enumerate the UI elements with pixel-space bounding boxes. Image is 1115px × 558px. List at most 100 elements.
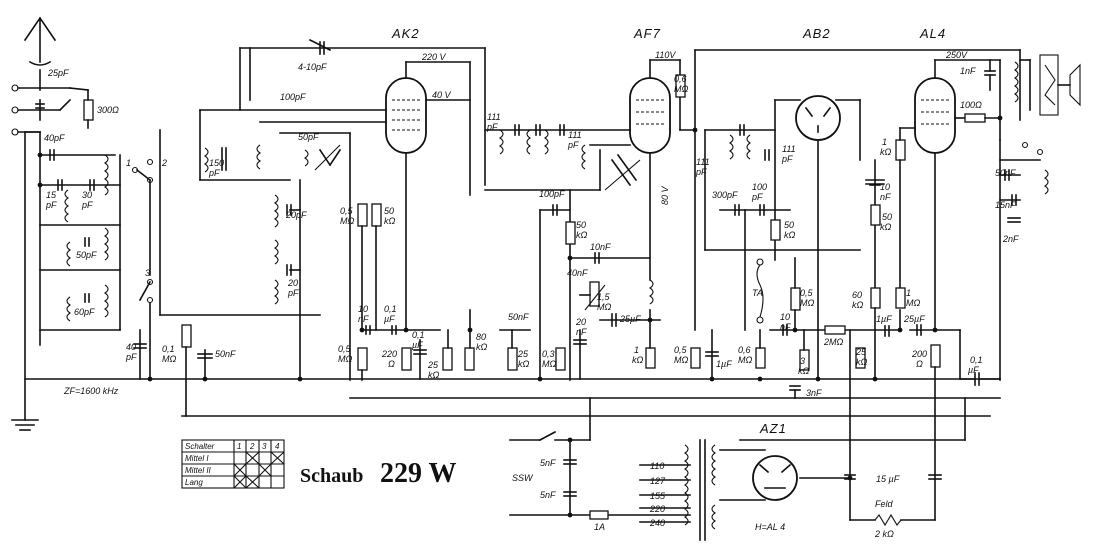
c-10nf-b: 10nF	[590, 242, 611, 252]
label-ak2: AK2	[391, 26, 420, 41]
c-111-a-unit: pF	[486, 122, 498, 132]
table-col-1: 1	[237, 442, 241, 451]
switch-2: 2	[161, 158, 167, 168]
r-05-c-unit: MΩ	[674, 355, 688, 365]
c-15nf: 15nF	[995, 200, 1016, 210]
c-60pf: 60pF	[74, 307, 95, 317]
switch-table: Schalter 1 2 3 4 Mittel I Mittel II Lang	[181, 439, 285, 489]
r-1m: 1	[906, 288, 911, 298]
r-3k-unit: kΩ	[798, 366, 810, 376]
r-15m: 1,5	[597, 292, 611, 302]
mains-cap-b: 5nF	[540, 490, 556, 500]
c-40pf-bot-unit: pF	[125, 352, 137, 362]
antenna-section	[11, 16, 94, 431]
r-05-b-unit: MΩ	[338, 354, 352, 364]
c-40pf-top: 40pF	[44, 133, 65, 143]
c-1nf: 1nF	[960, 66, 976, 76]
mains-fuse: 1A	[594, 522, 605, 532]
r-25k-a-unit: kΩ	[428, 370, 440, 380]
c-111-a: 111	[487, 112, 501, 122]
c-10nf-a-unit: nF	[358, 314, 369, 324]
c-20nf: 20	[575, 317, 586, 327]
r-50k-b-unit: kΩ	[576, 230, 588, 240]
c-50nf-a: 50nF	[215, 349, 236, 359]
component-labels: 220 V 40 V 110V 250V 80 V ZF=1600 kHz 25…	[44, 50, 1019, 398]
c-01uf-a: 0,1	[384, 304, 397, 314]
c-1uf: 1µF	[716, 359, 732, 369]
c-20pf-b-unit: pF	[287, 288, 299, 298]
r-06-a: 0,6	[674, 74, 687, 84]
tube-ak2	[385, 77, 427, 154]
c-100pf-c: 100	[752, 182, 767, 192]
c-25uf-a: 25µF	[619, 314, 641, 324]
c-40nf: 40nF	[567, 268, 588, 278]
voltage-40v: 40 V	[432, 90, 452, 100]
label-af7: AF7	[633, 26, 661, 41]
c-20pf-a: 20pF	[285, 210, 307, 220]
title-model: 229 W	[380, 458, 457, 489]
r-2m: 2MΩ	[823, 337, 844, 347]
c-111-d: 111	[782, 144, 796, 154]
c-10nf-c-unit: nF	[780, 322, 791, 332]
c-150pf: 150	[209, 158, 224, 168]
ak2-stage	[181, 38, 531, 417]
c-25uf-b: 25µF	[903, 314, 925, 324]
r-05-c: 0,5	[674, 345, 688, 355]
r-05-a-unit: MΩ	[340, 216, 354, 226]
label-ab2: AB2	[802, 26, 831, 41]
mains-ssw: SSW	[512, 473, 534, 483]
r-80k: 80	[476, 332, 486, 342]
r-05-a: 0,5	[340, 206, 354, 216]
tap-240: 240	[649, 518, 665, 528]
voltage-110v: 110V	[655, 50, 676, 60]
c-111-d-unit: pF	[781, 154, 793, 164]
r-50k-d-unit: kΩ	[880, 222, 892, 232]
r-300: 300Ω	[97, 105, 119, 115]
feld-label: Feld	[875, 499, 894, 509]
tube-labels: AK2 AF7 AB2 AL4 AZ1	[391, 26, 945, 436]
al4-stage	[865, 59, 1001, 386]
r-01-a: 0,1	[162, 344, 175, 354]
if-frequency: ZF=1600 kHz	[63, 386, 119, 396]
r-1m-unit: MΩ	[906, 298, 920, 308]
c-10nf-c: 10	[780, 312, 790, 322]
c-01uf-a-unit: µF	[384, 314, 395, 324]
c-40pf-bot: 40	[126, 342, 136, 352]
r-80k-unit: kΩ	[476, 342, 488, 352]
r-25k-a: 25	[427, 360, 439, 370]
title-brand: Schaub	[300, 465, 363, 487]
r-3k: 3	[800, 356, 805, 366]
c-01uf-b-unit: µF	[412, 340, 423, 350]
c-30pf: 30	[82, 190, 92, 200]
r-06-b: 0,6	[738, 345, 751, 355]
label-ta: TA	[752, 288, 763, 298]
c-10nf-d: 10	[880, 182, 890, 192]
table-col-4: 4	[275, 442, 280, 451]
mains-cap-a: 5nF	[540, 458, 556, 468]
c-01uf-b: 0,1	[412, 330, 425, 340]
c-111-c-unit: pF	[695, 167, 707, 177]
r-1k-a: 1	[634, 345, 639, 355]
r-200-unit: Ω	[916, 359, 923, 369]
c-100pf-c-unit: pF	[751, 192, 763, 202]
mains-labels: 5nF 5nF SSW 1A 110 127 155 220 240 H=AL …	[512, 458, 900, 539]
c-100pf-a: 100pF	[280, 92, 306, 102]
table-col-2: 2	[249, 442, 255, 451]
ab2-stage	[704, 95, 901, 399]
r-25k-b: 25	[517, 349, 529, 359]
table-row-mittel-1: Mittel I	[185, 454, 209, 463]
r-1k-b-unit: kΩ	[880, 147, 892, 157]
table-col-3: 3	[262, 442, 267, 451]
power-supply	[509, 329, 966, 541]
r-60k: 60	[852, 290, 862, 300]
r-05-b: 0,5	[338, 344, 352, 354]
r-220-unit: Ω	[388, 359, 395, 369]
c-25pf: 25pF	[47, 68, 69, 78]
output-section	[984, 54, 1081, 223]
c-01uf-c: 0,1	[970, 355, 983, 365]
tube-ab2	[795, 95, 841, 141]
tap-127: 127	[650, 476, 666, 486]
label-az1: AZ1	[759, 421, 787, 436]
r-05-d-unit: MΩ	[800, 298, 814, 308]
